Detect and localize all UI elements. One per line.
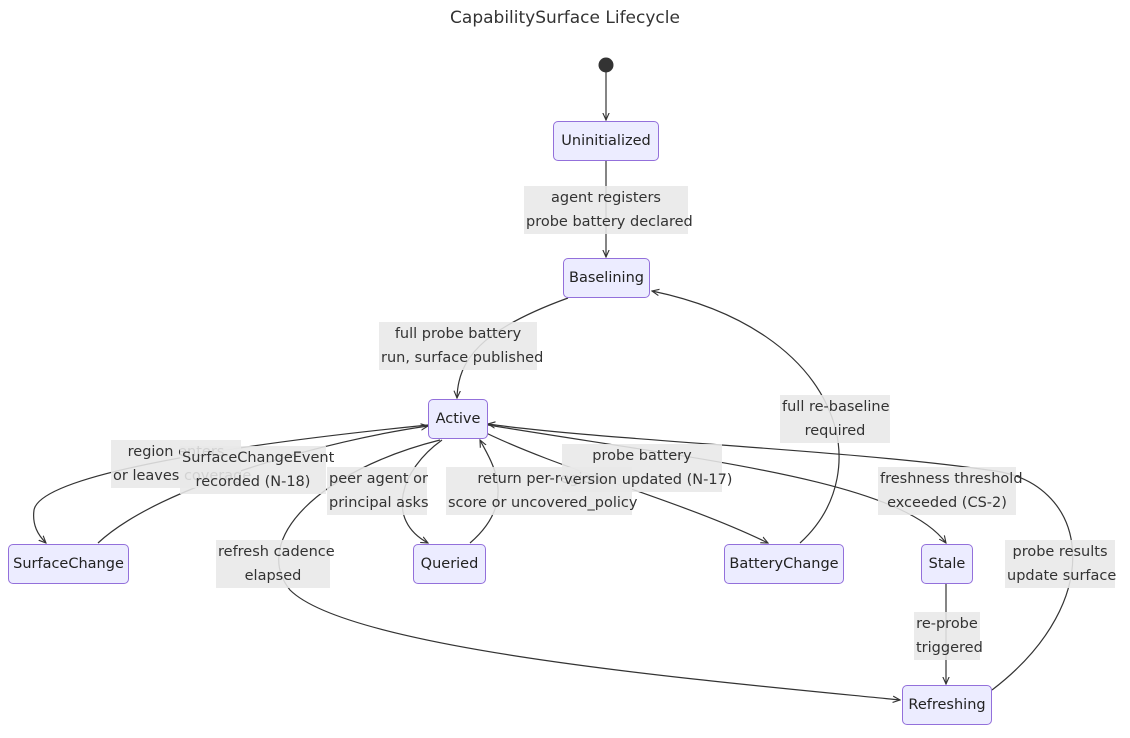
state-queried: Queried <box>413 544 486 584</box>
edge-active-surfacechange <box>33 424 429 543</box>
state-uninitialized: Uninitialized <box>553 121 659 161</box>
state-refreshing: Refreshing <box>902 685 992 725</box>
diagram-title: CapabilitySurface Lifecycle <box>450 8 680 28</box>
state-active: Active <box>428 399 488 439</box>
state-baselining: Baselining <box>563 258 650 298</box>
edge-active-stale <box>487 424 946 543</box>
state-stale: Stale <box>921 544 973 584</box>
state-batterychange: BatteryChange <box>724 544 844 584</box>
start-state-icon <box>598 57 614 73</box>
state-surfacechange: SurfaceChange <box>8 544 129 584</box>
